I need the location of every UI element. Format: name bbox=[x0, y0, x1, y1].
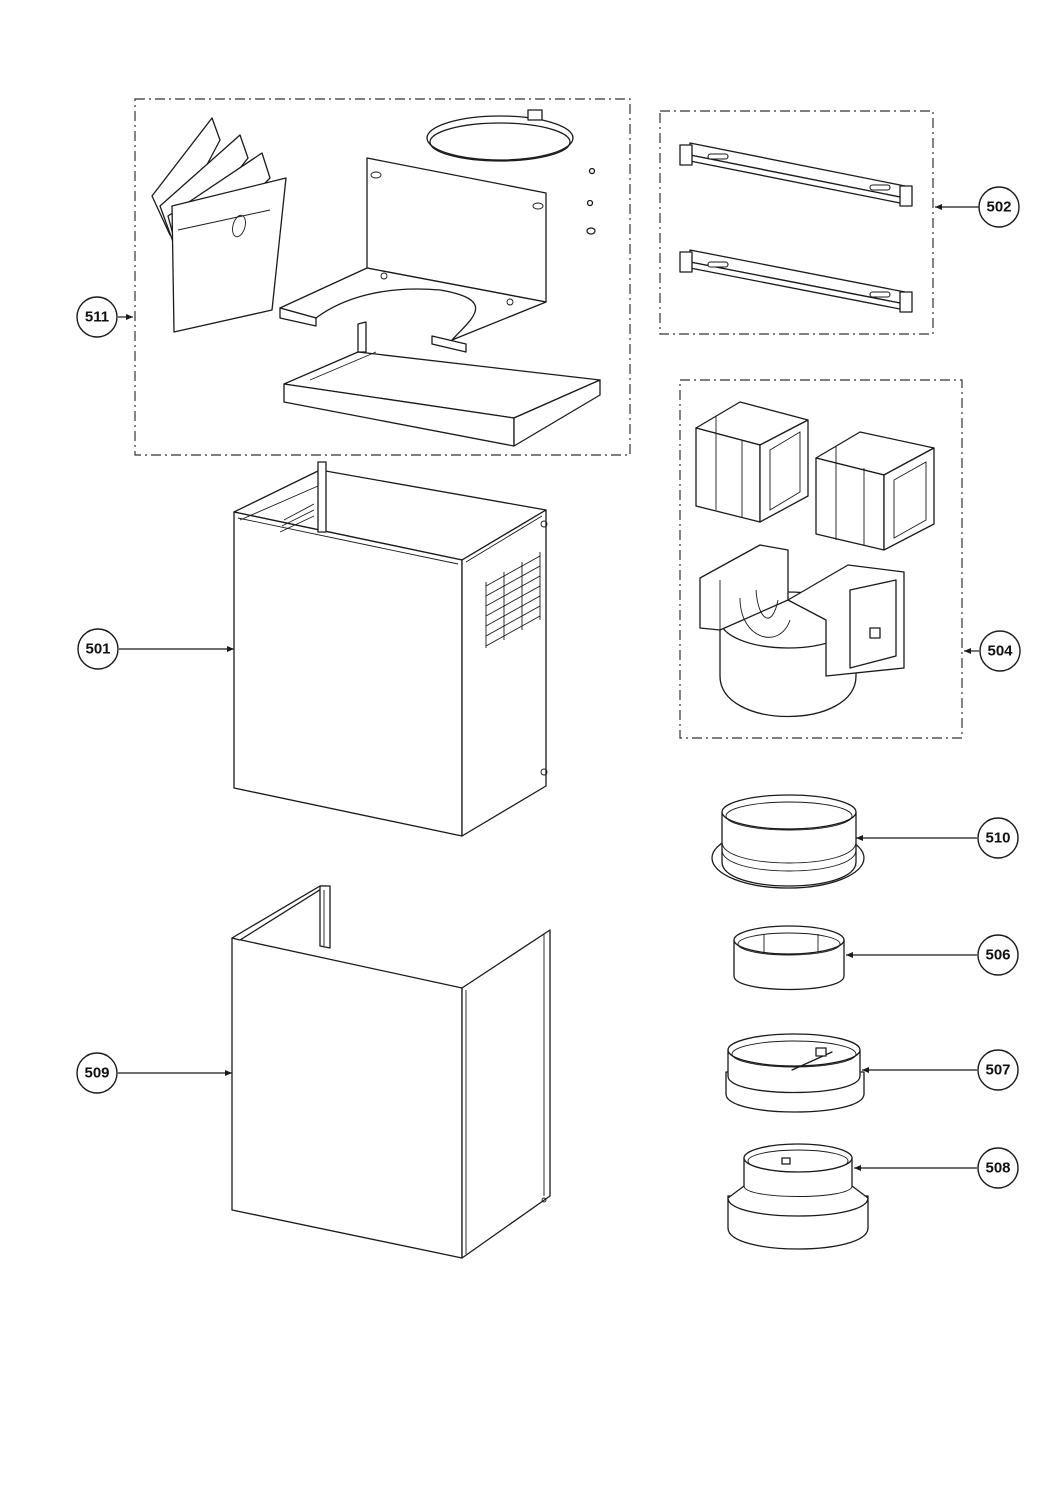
rectangular-connector-right bbox=[815, 431, 935, 551]
callout-504: 504 bbox=[979, 630, 1021, 672]
collar-ring-506 bbox=[733, 925, 845, 991]
callout-510-label: 510 bbox=[985, 830, 1010, 847]
kit-502-boundary bbox=[659, 110, 934, 335]
callout-506-label: 506 bbox=[985, 947, 1010, 964]
side-vent-grille bbox=[485, 552, 541, 648]
lower-chimney-cover bbox=[231, 885, 551, 1259]
callout-502-label: 502 bbox=[986, 199, 1011, 216]
hose-clamp bbox=[426, 109, 574, 162]
mounting-bracket bbox=[279, 157, 547, 353]
inner-vent-grille bbox=[279, 503, 315, 533]
flange-ring-510 bbox=[711, 794, 865, 889]
callout-502: 502 bbox=[978, 186, 1020, 228]
callout-507: 507 bbox=[977, 1049, 1019, 1091]
callout-508: 508 bbox=[977, 1147, 1019, 1189]
screws bbox=[586, 167, 596, 235]
support-bar-lower bbox=[679, 249, 913, 313]
callout-510: 510 bbox=[977, 817, 1019, 859]
callout-501: 501 bbox=[77, 628, 119, 670]
kit-504-boundary bbox=[679, 379, 963, 739]
reducer-508 bbox=[727, 1143, 869, 1250]
base-tray bbox=[283, 321, 601, 447]
support-bar-upper bbox=[679, 142, 913, 207]
callout-508-label: 508 bbox=[985, 1160, 1010, 1177]
callout-504-label: 504 bbox=[987, 643, 1013, 660]
backdraft-ring-507 bbox=[725, 1033, 865, 1113]
callout-509-label: 509 bbox=[84, 1065, 109, 1082]
round-to-rectangular-adapter bbox=[699, 544, 905, 718]
callout-511: 511 bbox=[76, 296, 118, 338]
instruction-manual bbox=[151, 117, 287, 333]
callout-501-label: 501 bbox=[85, 641, 110, 658]
kit-511-boundary bbox=[134, 98, 631, 456]
upper-chimney-cover bbox=[233, 461, 548, 837]
rectangular-connector-left bbox=[695, 401, 809, 523]
callout-507-label: 507 bbox=[985, 1062, 1010, 1079]
callout-506: 506 bbox=[977, 934, 1019, 976]
callout-509: 509 bbox=[76, 1052, 118, 1094]
callout-511-label: 511 bbox=[85, 309, 109, 326]
